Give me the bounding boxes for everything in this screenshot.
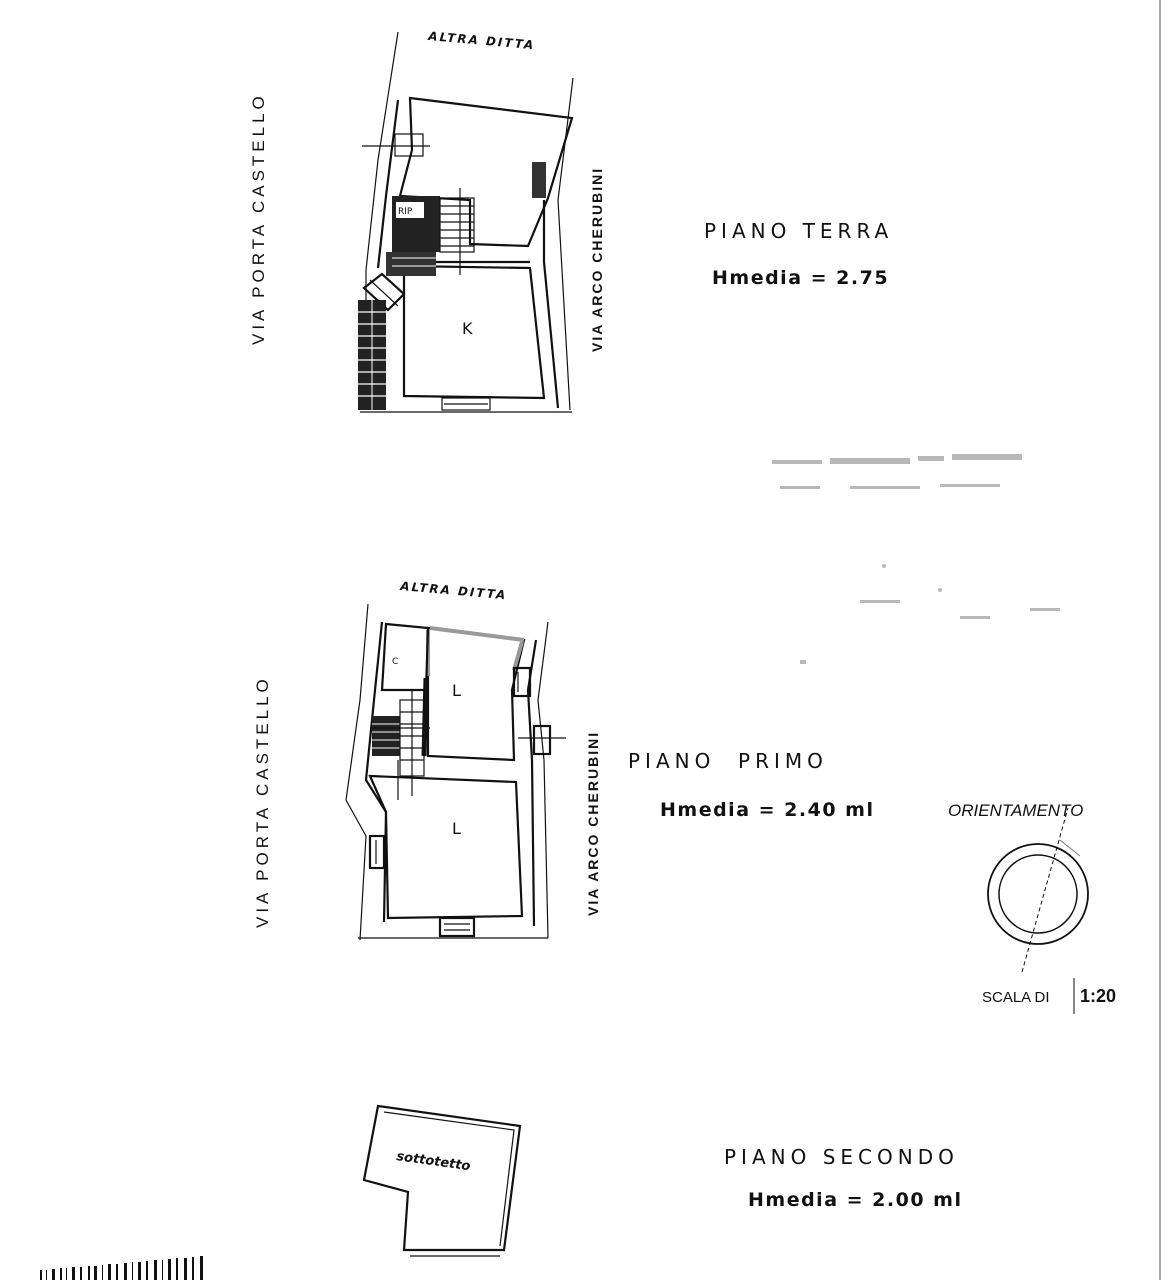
- scale-value: 1:20: [1080, 986, 1116, 1006]
- ground-window-top: [394, 133, 424, 157]
- first-right-street-line: [537, 621, 549, 939]
- ground-top-neighbor-label: ALTRA DITTA: [427, 29, 536, 52]
- scale-prefix: SCALA DI: [982, 989, 1050, 1006]
- first-stairs: [370, 690, 430, 800]
- second-floor-title: PIANO SECONDO: [724, 1145, 959, 1169]
- ground-stairs: [386, 188, 475, 276]
- first-top-neighbor-label: ALTRA DITTA: [399, 579, 508, 602]
- ground-window-right: [532, 162, 546, 198]
- first-floor-plan: ALTRA DITTA VIA PORTA CASTELLO VIA ARCO …: [253, 579, 601, 941]
- second-attic-outline: [362, 1104, 522, 1252]
- ground-upper-room: [398, 96, 574, 248]
- ground-left-street-label: VIA PORTA CASTELLO: [249, 92, 268, 345]
- ground-window-bottom: [441, 397, 491, 411]
- faint-stamp-marks: [772, 454, 1060, 664]
- first-upper-grey-top: [429, 626, 525, 642]
- ground-outer-wall-right: [542, 200, 560, 409]
- ground-kitchen-room: [402, 264, 546, 400]
- ground-right-street-line: [557, 77, 574, 411]
- ground-floor-title: PIANO TERRA: [704, 219, 893, 243]
- second-floor-plan: sottotetto: [362, 1104, 522, 1257]
- second-floor-height: Hmedia = 2.00 ml: [748, 1189, 962, 1211]
- first-room-label-lower: L: [452, 819, 461, 838]
- first-small-room: [380, 622, 430, 692]
- first-small-room-label: C: [392, 657, 398, 667]
- first-left-street-label: VIA PORTA CASTELLO: [253, 675, 272, 928]
- first-upper-grey-right: [512, 641, 524, 671]
- first-left-street-line: [345, 603, 369, 941]
- first-right-street-label: VIA ARCO CHERUBINI: [585, 731, 601, 916]
- first-window-left: [368, 834, 386, 870]
- ground-small-room-label: RIP: [398, 207, 413, 217]
- barcode-fragment: [30, 1256, 208, 1280]
- first-floor-height: Hmedia = 2.40 ml: [660, 799, 874, 821]
- ground-right-street-label: VIA ARCO CHERUBINI: [589, 167, 605, 352]
- ground-outer-wall: [376, 99, 400, 269]
- first-outer-wall-right: [526, 639, 538, 927]
- first-upper-room: [426, 626, 526, 762]
- first-window-right-mid: [532, 724, 552, 756]
- orientation-label: ORIENTAMENTO: [948, 801, 1083, 820]
- ground-external-steps: [358, 300, 386, 410]
- ground-floor-plan: ALTRA DITTA VIA PORTA CASTELLO VIA ARCO …: [249, 29, 605, 413]
- first-floor-title: PIANO PRIMO: [628, 749, 828, 773]
- compass-icon: [987, 807, 1089, 973]
- first-lower-room: [368, 774, 524, 920]
- first-room-label-upper: L: [452, 681, 461, 700]
- first-window-right-top: [512, 666, 532, 698]
- ground-room-label-k: K: [462, 319, 473, 338]
- ground-floor-height: Hmedia = 2.75: [712, 267, 889, 289]
- second-room-label: sottotetto: [395, 1149, 471, 1174]
- first-outer-wall-left: [364, 621, 388, 923]
- first-window-bottom: [438, 916, 476, 938]
